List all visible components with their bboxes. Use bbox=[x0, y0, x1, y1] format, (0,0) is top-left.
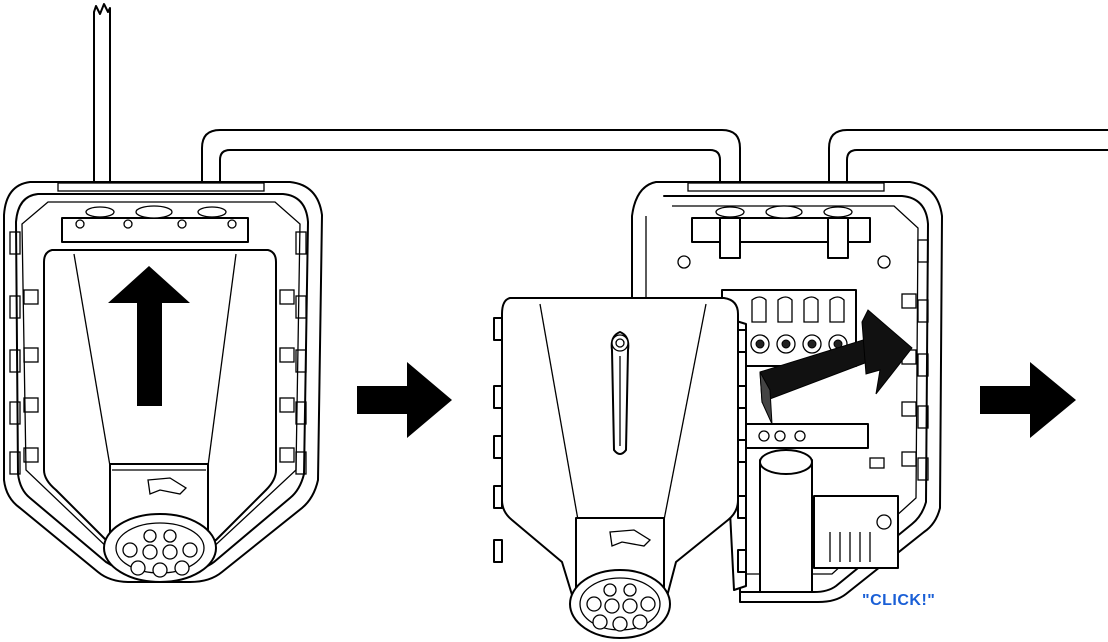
right-arrow-icon bbox=[357, 362, 452, 438]
cable-exit-right bbox=[828, 129, 1108, 196]
curved-arrow-icon bbox=[759, 309, 913, 425]
up-arrow-icon bbox=[108, 266, 190, 406]
cable-connector-loop bbox=[201, 129, 741, 196]
step2-cover-panel bbox=[493, 297, 747, 639]
click-callout: "CLICK!" bbox=[862, 592, 936, 609]
right-arrow-icon bbox=[980, 362, 1076, 438]
step1-charger-base bbox=[3, 181, 323, 583]
cable-vertical bbox=[93, 3, 111, 196]
